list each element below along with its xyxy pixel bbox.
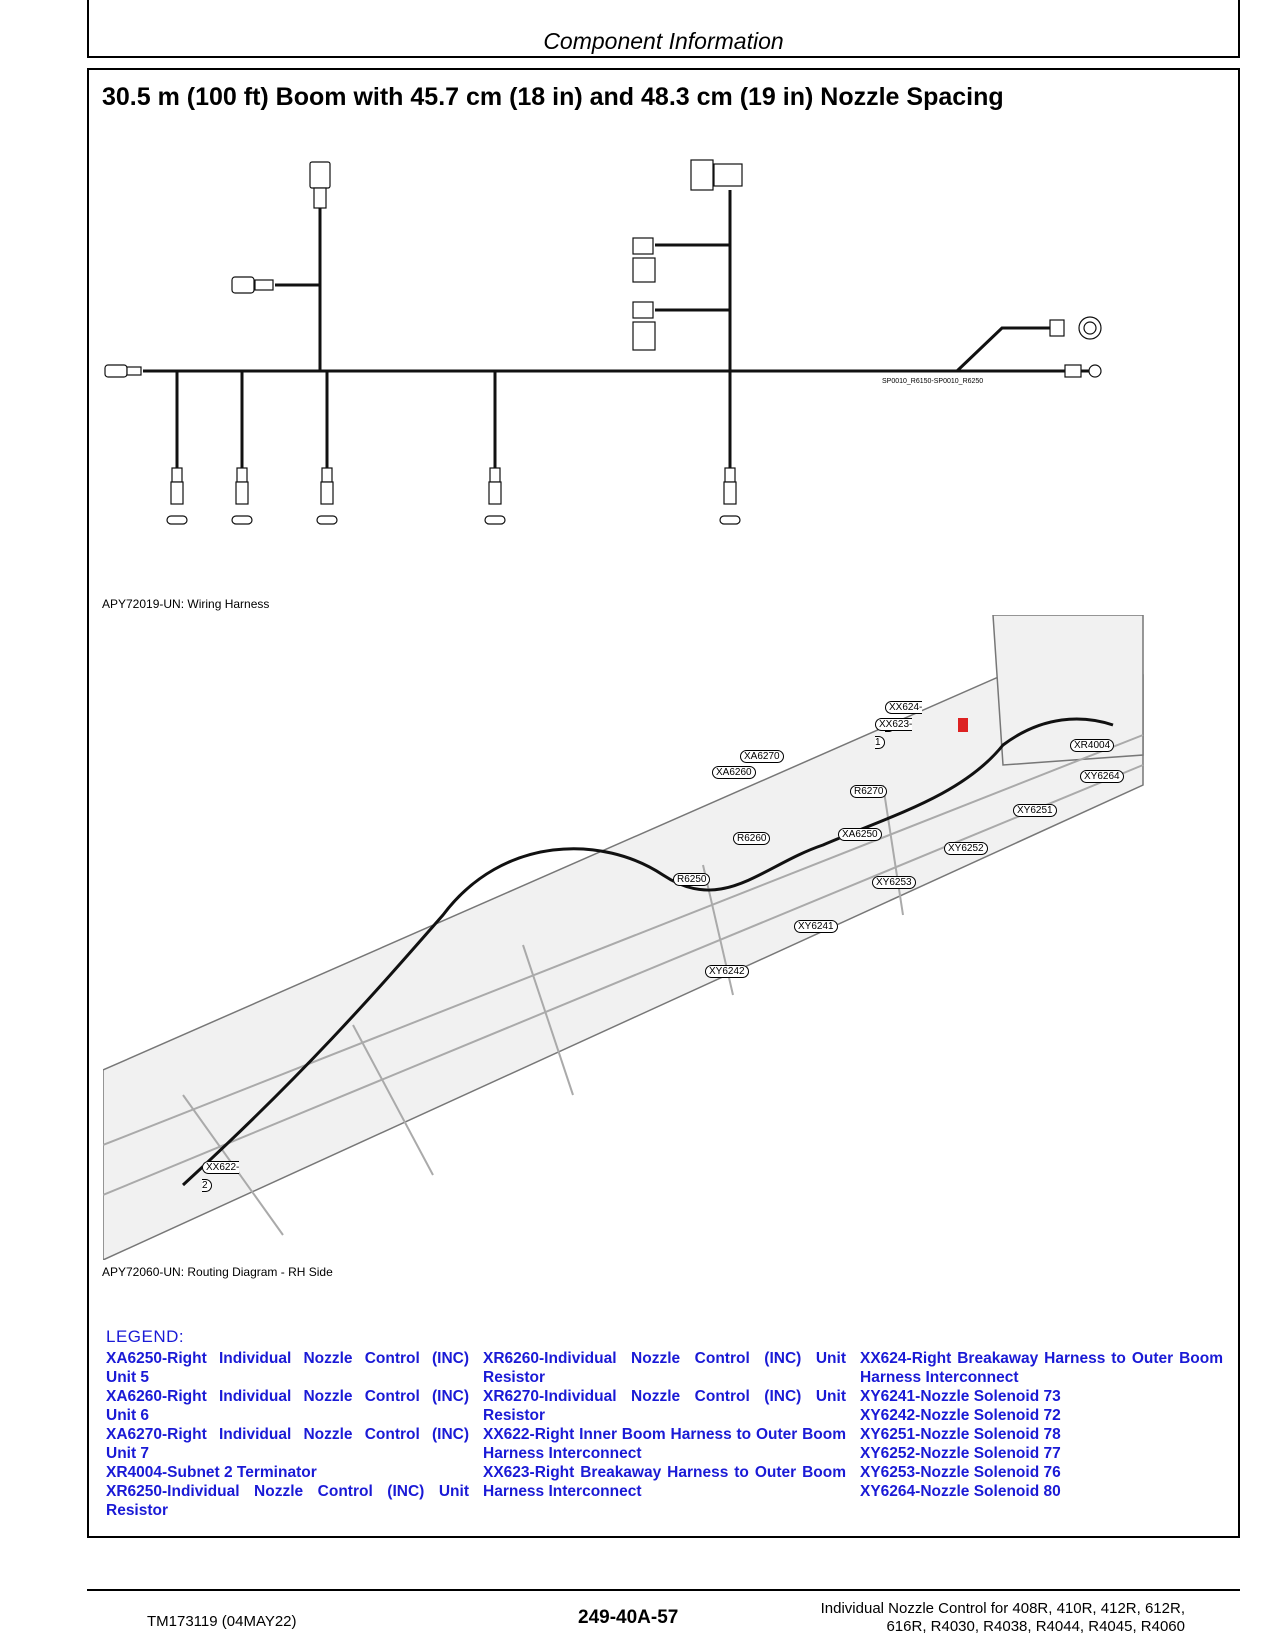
legend-item: XY6252-Nozzle Solenoid 77 — [860, 1445, 1061, 1462]
callout: XY6241 — [794, 916, 838, 934]
legend-column-2: XR6260-Individual Nozzle Control (INC) U… — [483, 1349, 846, 1501]
section-title: Component Information — [543, 28, 784, 54]
legend-item: XA6270-Right Individual Nozzle Control (… — [106, 1426, 469, 1462]
callout: XY6242 — [705, 961, 749, 979]
callout: XY6253 — [872, 872, 916, 890]
legend-item: XR4004-Subnet 2 Terminator — [106, 1464, 317, 1481]
legend-item: XY6242-Nozzle Solenoid 72 — [860, 1407, 1061, 1424]
page-number: 249-40A-57 — [578, 1607, 679, 1628]
callout: XY6252 — [944, 838, 988, 856]
routing-diagram — [103, 615, 1144, 1260]
wiring-harness-diagram: SP0010_R6150-SP0010_R6250 — [104, 159, 1102, 525]
legend-item: XA6260-Right Individual Nozzle Control (… — [106, 1388, 469, 1424]
callout: R6270 — [850, 781, 888, 799]
product-applicability: Individual Nozzle Control for 408R, 410R… — [760, 1600, 1185, 1636]
doc-id: TM173119 (04MAY22) — [147, 1613, 297, 1630]
product-line: Individual Nozzle Control for 408R, 410R… — [820, 1600, 1185, 1617]
legend-column-1: XA6250-Right Individual Nozzle Control (… — [106, 1349, 469, 1520]
harness-caption: APY72019-UN: Wiring Harness — [102, 597, 270, 611]
callout: XA6250 — [838, 824, 882, 842]
callout: R6250 — [673, 869, 711, 887]
header-frame — [87, 0, 1240, 58]
legend-item: XR6250-Individual Nozzle Control (INC) U… — [106, 1483, 469, 1519]
legend-column-3: XX624-Right Breakaway Harness to Outer B… — [860, 1349, 1223, 1501]
legend-item: XR6270-Individual Nozzle Control (INC) U… — [483, 1388, 846, 1424]
legend-item: XY6264-Nozzle Solenoid 80 — [860, 1483, 1061, 1500]
legend-item: XY6241-Nozzle Solenoid 73 — [860, 1388, 1061, 1405]
legend-item: XY6253-Nozzle Solenoid 76 — [860, 1464, 1061, 1481]
callout: XX623-1 — [875, 718, 913, 749]
legend-item: XR6260-Individual Nozzle Control (INC) U… — [483, 1350, 846, 1386]
legend-item: XX622-Right Inner Boom Harness to Outer … — [483, 1426, 846, 1462]
callout: XY6264 — [1080, 766, 1124, 784]
splice-label: SP0010_R6150-SP0010_R6250 — [882, 378, 983, 385]
callout: XY6251 — [1013, 800, 1057, 818]
figure-title: 30.5 m (100 ft) Boom with 45.7 cm (18 in… — [102, 83, 1004, 111]
legend-item: XX623-Right Breakaway Harness to Outer B… — [483, 1464, 846, 1500]
legend-item: XY6251-Nozzle Solenoid 78 — [860, 1426, 1061, 1443]
routing-caption: APY72060-UN: Routing Diagram - RH Side — [102, 1265, 333, 1279]
legend-item: XA6250-Right Individual Nozzle Control (… — [106, 1350, 469, 1386]
callout: XA6270 — [740, 746, 784, 764]
callout: R6260 — [733, 828, 771, 846]
legend-item: XX624-Right Breakaway Harness to Outer B… — [860, 1350, 1223, 1386]
legend-title: LEGEND: — [106, 1327, 185, 1346]
callout: XR4004 — [1070, 735, 1115, 753]
figure-frame — [87, 68, 1240, 1538]
product-line: 616R, R4030, R4038, R4044, R4045, R4060 — [886, 1618, 1185, 1635]
footer-rule — [87, 1589, 1240, 1591]
callout: XA6260 — [712, 762, 756, 780]
callout: XX622-2 — [202, 1161, 240, 1192]
